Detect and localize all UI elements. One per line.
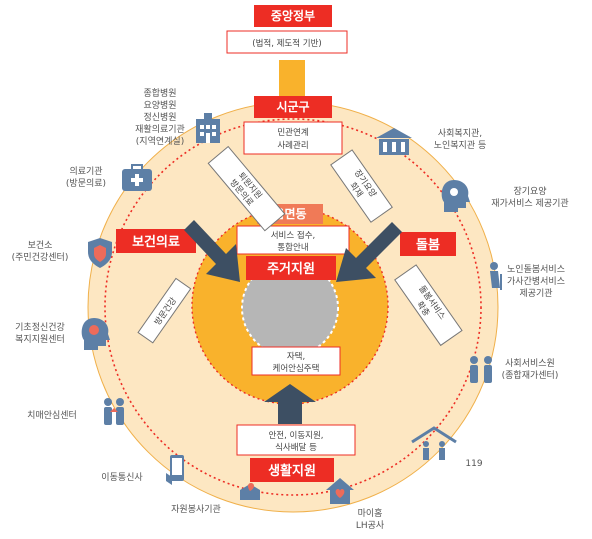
life-desc-box: [236, 424, 356, 456]
elder-cane-icon: [490, 262, 502, 290]
town-desc-box: [236, 225, 350, 255]
left-arrow: [184, 220, 240, 282]
welfare-center-line2: 노인복지관 등: [434, 140, 487, 151]
clinic-line2: (방문의료): [66, 178, 106, 189]
welfare-building-icon: [376, 128, 412, 155]
elderly-couple-icon: [470, 356, 492, 383]
elderly-care-line2: 가사간병서비스: [507, 276, 565, 287]
care-pillar-box: [400, 232, 456, 256]
home-heart-icon: [326, 478, 354, 504]
hospital-icon: [196, 113, 220, 143]
health-center-line2: (주민건강센터): [12, 252, 69, 263]
town-desc-line1: 서비스 접수,: [271, 230, 316, 241]
repair-line1: 마이홈: [358, 507, 383, 519]
mental-center-line1: 기초정신건강: [15, 322, 65, 333]
county-desc-line1: 민관연계: [277, 127, 308, 138]
life-desc-line2: 식사배달 등: [275, 442, 317, 453]
hospitals-line5: (지역연계실): [136, 135, 184, 147]
central-govt-box: [254, 5, 332, 27]
clinic-line1: 의료기관: [69, 166, 102, 177]
housing-desc-box: [251, 346, 341, 376]
housing-box: [246, 256, 336, 280]
emergency-house-icon: [411, 426, 457, 460]
bottom-arrow: [264, 384, 316, 424]
elderly-care-line1: 노인돌봄서비스: [507, 264, 565, 275]
housing-title: 주거지원: [267, 262, 315, 277]
county-desc-box: [243, 121, 343, 155]
family-icon: [104, 398, 124, 425]
right-arrow: [336, 222, 402, 282]
longterm-care-line1: 장기요양: [513, 186, 546, 197]
hospitals-line2: 요양병원: [143, 100, 176, 111]
medical-kit-icon: [122, 164, 152, 191]
head-gear-icon: [441, 180, 470, 212]
central-govt-title: 중앙정부: [271, 8, 315, 23]
housing-desc-line2: 케어안심주택: [273, 363, 320, 374]
social-center-line1: 사회서비스원: [505, 358, 555, 369]
central-govt-desc-box: [226, 30, 348, 54]
repair-line2: LH공사: [356, 520, 385, 531]
care-lower-tag: 돌봄서비스 확충: [394, 264, 463, 347]
elderly-care-line3: 제공기관: [519, 288, 552, 299]
volunteer-label: 자원봉사기관: [171, 504, 221, 515]
mental-center-line2: 복지지원센터: [15, 334, 65, 345]
county-box: [254, 96, 332, 118]
central-connector: [279, 60, 305, 102]
outer-dotted-ring: [104, 118, 482, 496]
health-pillar-title: 보건의료: [132, 234, 180, 250]
life-pillar-box: [250, 458, 334, 482]
county-title: 시군구: [276, 100, 309, 114]
town-desc-line2: 통합안내: [277, 242, 308, 253]
volunteer-hands-icon: [240, 483, 260, 500]
health-center-line1: 보건소: [28, 240, 53, 251]
mobile-phone-icon: [166, 455, 184, 485]
life-pillar-title: 생활지원: [268, 463, 316, 479]
hospitals-line3: 정신병원: [143, 112, 176, 123]
health-pillar-box: [116, 229, 196, 253]
inner-core: [241, 259, 339, 357]
county-desc-line2: 사례관리: [277, 140, 308, 151]
central-govt-desc: (법적, 제도적 기반): [252, 38, 321, 49]
hospitals-line4: 재활의료기관: [135, 123, 185, 135]
mobility-label: 이동통신사: [101, 472, 143, 483]
mental-health-head-icon: [81, 318, 110, 350]
welfare-center-line1: 사회복지관,: [438, 128, 482, 139]
life-desc-line1: 안전, 이동지원,: [268, 430, 323, 441]
longterm-care-line2: 재가서비스 제공기관: [491, 198, 568, 209]
social-center-line2: (종합재가센터): [502, 370, 559, 381]
housing-desc-line1: 자택,: [287, 351, 305, 362]
shield-icon: [88, 238, 112, 268]
emergency-label: 119: [465, 459, 482, 469]
dementia-center-label: 치매안심센터: [27, 409, 77, 421]
care-pillar-title: 돌봄: [416, 238, 440, 253]
hospitals-line1: 종합병원: [143, 88, 176, 99]
